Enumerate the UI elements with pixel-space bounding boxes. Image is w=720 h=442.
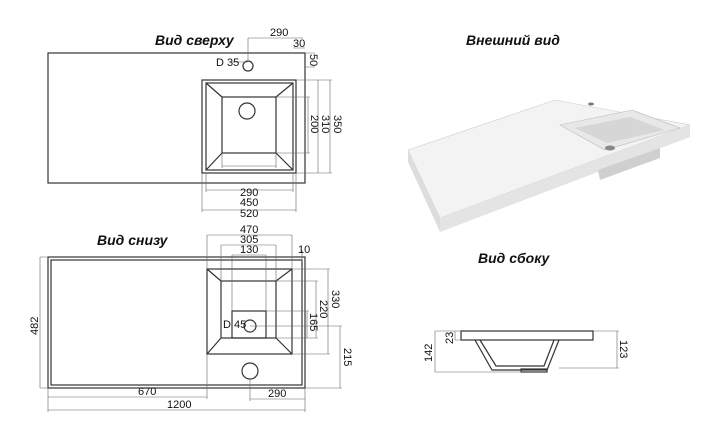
countertop-inner-edge xyxy=(50,259,303,386)
dim-width-outer: 520 xyxy=(240,208,258,220)
sink-underside xyxy=(598,148,660,180)
dim-bowl-width-mid: 305 xyxy=(240,234,258,246)
dim-tap-hole: D 35 xyxy=(216,57,239,69)
top-view: Вид сверху 290 30 50 D 35 350 310 200 29… xyxy=(47,27,343,220)
sink-outer xyxy=(201,79,297,174)
dim-edge: 30 xyxy=(293,38,305,50)
drain-side xyxy=(520,368,548,373)
dim-depth-outer: 350 xyxy=(331,115,343,133)
tap-hole-bottom xyxy=(241,362,259,380)
dim-bowl-height: 123 xyxy=(617,340,629,358)
dim-bowl-depth-mid: 220 xyxy=(317,300,329,318)
drain-pad xyxy=(231,310,267,339)
dim-right-offset: 290 xyxy=(268,388,286,400)
side-view: Вид сбоку 142 23 123 xyxy=(423,250,629,373)
side-dimension-lines xyxy=(434,330,619,373)
dim-left-offset: 670 xyxy=(138,386,156,398)
bottom-view-title: Вид снизу xyxy=(97,232,169,248)
top-dimension-lines xyxy=(201,37,332,212)
dim-total-length: 1200 xyxy=(167,399,191,411)
sink-slopes xyxy=(205,82,294,171)
countertop-front-edge-left xyxy=(408,150,440,232)
bowl-side xyxy=(474,339,560,371)
dim-depth-mid: 310 xyxy=(319,115,331,133)
top-view-title: Вид сверху xyxy=(155,32,235,48)
exterior-view: Внешний вид xyxy=(407,32,692,232)
bottom-view: Вид снизу 470 305 130 10 330 220 165 215… xyxy=(29,224,353,412)
sink-basin-bottom xyxy=(575,117,665,143)
dim-bowl-width-outer: 470 xyxy=(240,224,258,236)
sink-rim xyxy=(205,82,294,171)
countertop-outline-bottom xyxy=(47,256,306,389)
dim-total-depth: 482 xyxy=(29,317,41,335)
drain-3d xyxy=(605,145,615,151)
bowl-slopes xyxy=(206,268,293,355)
slab-side xyxy=(460,330,594,341)
dim-width-mid: 450 xyxy=(240,197,258,209)
dim-drain: D 45 xyxy=(223,319,246,331)
dim-bowl-depth-outer: 330 xyxy=(329,290,341,308)
drain-hole xyxy=(238,102,256,120)
dim-depth-inner: 200 xyxy=(308,115,320,133)
dim-bowl-width-inner: 130 xyxy=(240,244,258,256)
dim-tap-from-back: 50 xyxy=(307,54,319,66)
dim-bowl-depth-inner: 165 xyxy=(307,313,319,331)
tap-hole-3d xyxy=(588,102,594,106)
dim-width-inner: 290 xyxy=(240,187,258,199)
sink-bottom xyxy=(221,96,277,154)
dim-total-height: 142 xyxy=(423,344,435,362)
bowl-outer xyxy=(206,268,293,355)
side-view-title: Вид сбоку xyxy=(478,250,550,266)
exterior-view-title: Внешний вид xyxy=(466,32,560,48)
tap-hole xyxy=(242,60,254,72)
countertop-front-edge xyxy=(440,125,690,232)
dim-slab: 23 xyxy=(444,332,456,344)
dim-drain-offset: 215 xyxy=(341,348,353,366)
dim-tap-offset: 290 xyxy=(270,27,288,39)
countertop-outline xyxy=(47,52,306,184)
bottom-dimension-lines xyxy=(39,234,342,412)
dim-bottom-edge: 10 xyxy=(298,244,310,256)
